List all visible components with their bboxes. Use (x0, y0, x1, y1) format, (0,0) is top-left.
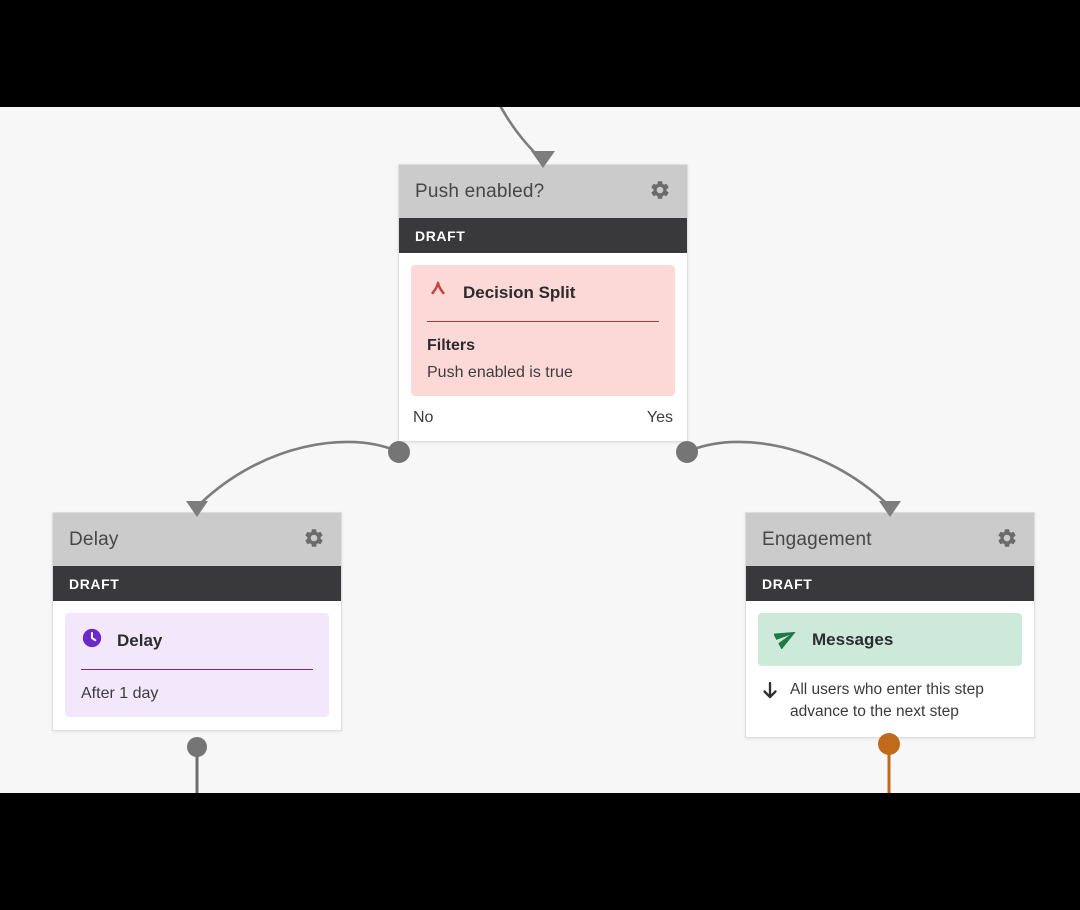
status-badge: DRAFT (762, 575, 813, 592)
bottom-letterbox-bar (0, 793, 1080, 910)
status-band: DRAFT (53, 566, 341, 601)
node-header: Delay (53, 513, 341, 566)
messages-block: Messages (758, 613, 1022, 666)
filters-heading: Filters (427, 337, 476, 354)
status-band: DRAFT (746, 566, 1034, 601)
advance-note-text: All users who enter this step advance to… (790, 681, 984, 720)
output-label-no: No (413, 409, 434, 426)
status-badge: DRAFT (415, 227, 466, 244)
node-title: Delay (69, 528, 119, 550)
top-letterbox-bar (0, 0, 1080, 107)
node-settings-button[interactable] (996, 527, 1018, 552)
divider (81, 669, 313, 670)
port-engagement-output[interactable] (878, 733, 900, 755)
node-engagement[interactable]: Engagement DRAFT Messages (745, 512, 1035, 738)
node-decision-split[interactable]: Push enabled? DRAFT Decisi (398, 164, 688, 442)
connector-yes-branch (685, 440, 888, 505)
divider (427, 321, 659, 322)
node-body: Delay After 1 day (53, 601, 341, 730)
decision-split-block: Decision Split Filters Push enabled is t… (411, 265, 675, 396)
filter-condition-text: Push enabled is true (427, 364, 573, 381)
connector-no-branch (199, 440, 401, 505)
advance-note: All users who enter this step advance to… (760, 679, 1020, 737)
port-delay-output[interactable] (187, 737, 207, 757)
node-header: Push enabled? (399, 165, 687, 218)
delay-block: Delay After 1 day (65, 613, 329, 717)
status-band: DRAFT (399, 218, 687, 253)
node-title: Engagement (762, 528, 872, 550)
port-no-output[interactable] (388, 441, 410, 463)
wishbone-icon (427, 279, 449, 306)
block-title: Messages (812, 629, 894, 649)
block-title: Delay (117, 630, 163, 650)
gear-icon (649, 179, 671, 204)
gear-icon (996, 527, 1018, 552)
delay-duration-text: After 1 day (81, 685, 159, 702)
node-body: Decision Split Filters Push enabled is t… (399, 253, 687, 441)
port-yes-output[interactable] (676, 441, 698, 463)
down-arrow-icon (760, 679, 780, 723)
node-title: Push enabled? (415, 180, 545, 202)
paper-plane-icon (773, 625, 798, 654)
outputs-row: No Yes (411, 396, 675, 441)
node-delay[interactable]: Delay DRAFT Delay After 1 day (52, 512, 342, 731)
output-label-yes: Yes (646, 409, 673, 426)
block-title: Decision Split (463, 282, 576, 302)
node-body: Messages All users who enter this step a… (746, 601, 1034, 737)
node-header: Engagement (746, 513, 1034, 566)
node-settings-button[interactable] (649, 179, 671, 204)
node-settings-button[interactable] (303, 527, 325, 552)
clock-icon (81, 627, 103, 654)
gear-icon (303, 527, 325, 552)
status-badge: DRAFT (69, 575, 120, 592)
